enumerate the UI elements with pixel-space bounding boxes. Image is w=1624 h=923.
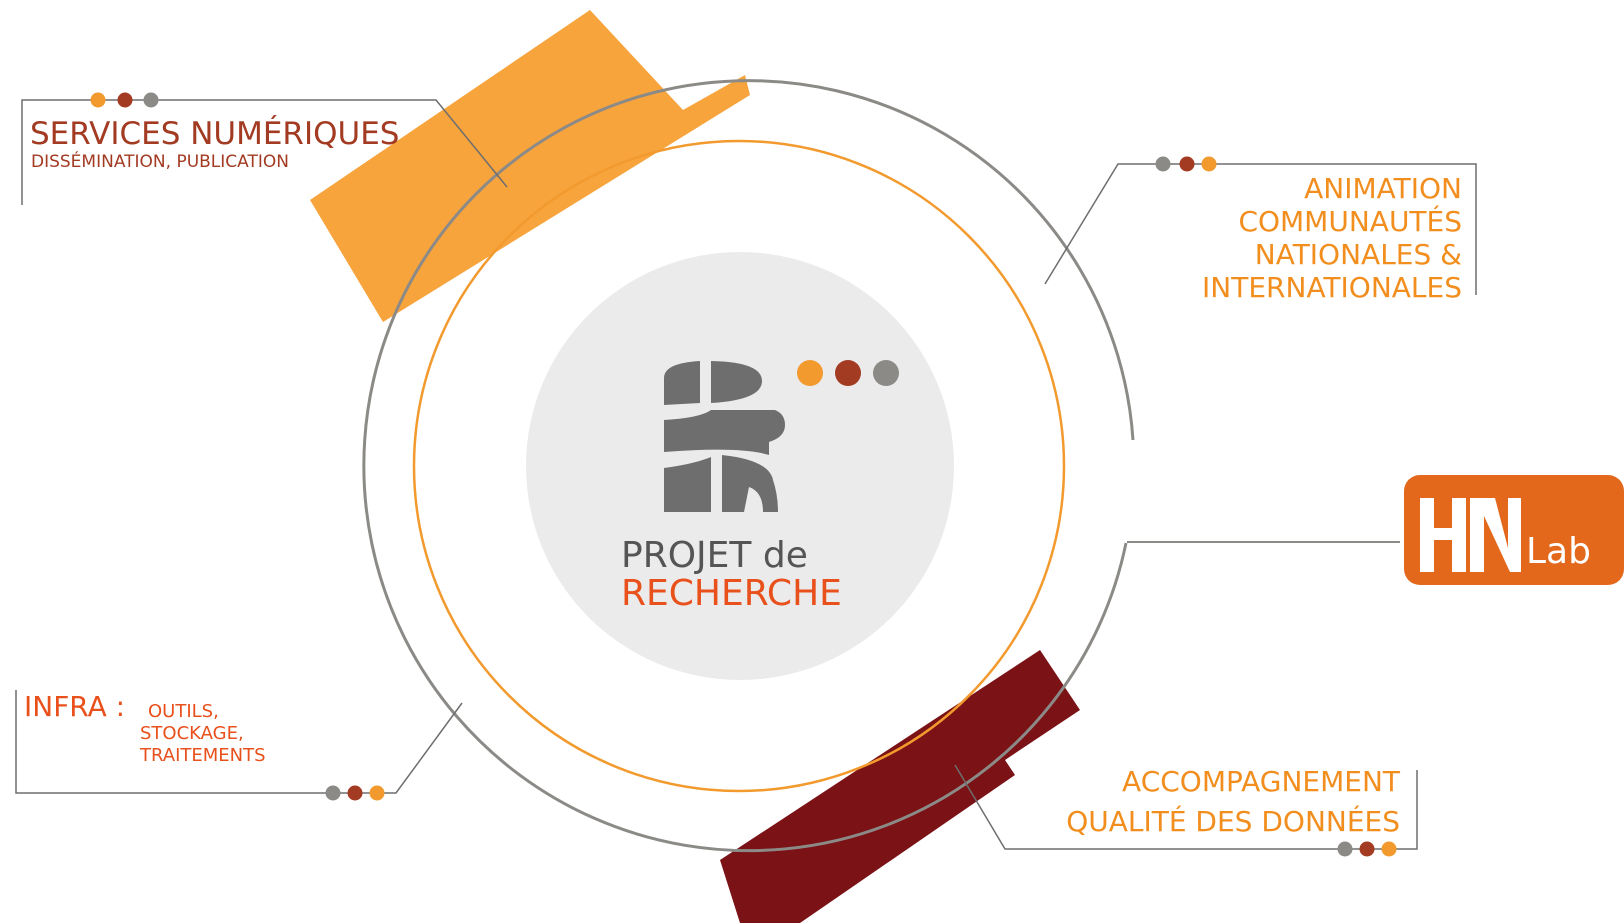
accompagnement-line-2: QUALITÉ DES DONNÉES bbox=[1066, 805, 1400, 838]
accompagnement-label: ACCOMPAGNEMENT QUALITÉ DES DONNÉES bbox=[1066, 762, 1400, 842]
accompagnement-dots bbox=[1337, 841, 1397, 857]
center-title: PROJET de RECHERCHE bbox=[621, 537, 842, 613]
infra-title: INFRA : bbox=[24, 690, 126, 723]
inner-ring bbox=[412, 139, 1066, 793]
database-icon bbox=[664, 361, 785, 512]
animation-line-3: NATIONALES & bbox=[1254, 238, 1462, 271]
center-title-suffix: de bbox=[762, 535, 808, 576]
center-title-line1: PROJET bbox=[621, 535, 752, 576]
animation-line-2: COMMUNAUTÉS bbox=[1238, 205, 1462, 238]
services-dots bbox=[90, 92, 159, 108]
orange-band-shape bbox=[310, 10, 750, 322]
animation-label: ANIMATION COMMUNAUTÉS NATIONALES & INTER… bbox=[1202, 172, 1462, 304]
services-subtitle: DISSÉMINATION, PUBLICATION bbox=[31, 152, 289, 172]
hnlab-logo bbox=[1404, 475, 1624, 585]
animation-line-1: ANIMATION bbox=[1304, 172, 1462, 205]
accompagnement-line-1: ACCOMPAGNEMENT bbox=[1122, 765, 1400, 798]
infra-item-2: STOCKAGE, bbox=[140, 723, 244, 744]
infra-items: OUTILS, STOCKAGE, TRAITEMENTS bbox=[140, 701, 266, 767]
center-dots bbox=[797, 360, 899, 386]
accompagnement-connector bbox=[954, 764, 1418, 850]
infra-connector bbox=[15, 690, 463, 794]
services-connector bbox=[21, 99, 508, 205]
infra-item-3: TRAITEMENTS bbox=[140, 745, 266, 766]
infra-dots bbox=[325, 785, 385, 801]
dark-red-band-shape bbox=[720, 650, 1080, 923]
animation-dots bbox=[1155, 156, 1217, 172]
animation-line-4: INTERNATIONALES bbox=[1202, 271, 1462, 304]
center-title-line2: RECHERCHE bbox=[621, 573, 842, 614]
services-title: SERVICES NUMÉRIQUES bbox=[30, 116, 400, 152]
animation-connector bbox=[1044, 163, 1477, 295]
hnlab-suffix: Lab bbox=[1526, 531, 1591, 572]
hnlab-brand: HN bbox=[1420, 498, 1422, 499]
outer-ring bbox=[362, 79, 1135, 853]
infra-item-1: OUTILS, bbox=[148, 701, 219, 722]
